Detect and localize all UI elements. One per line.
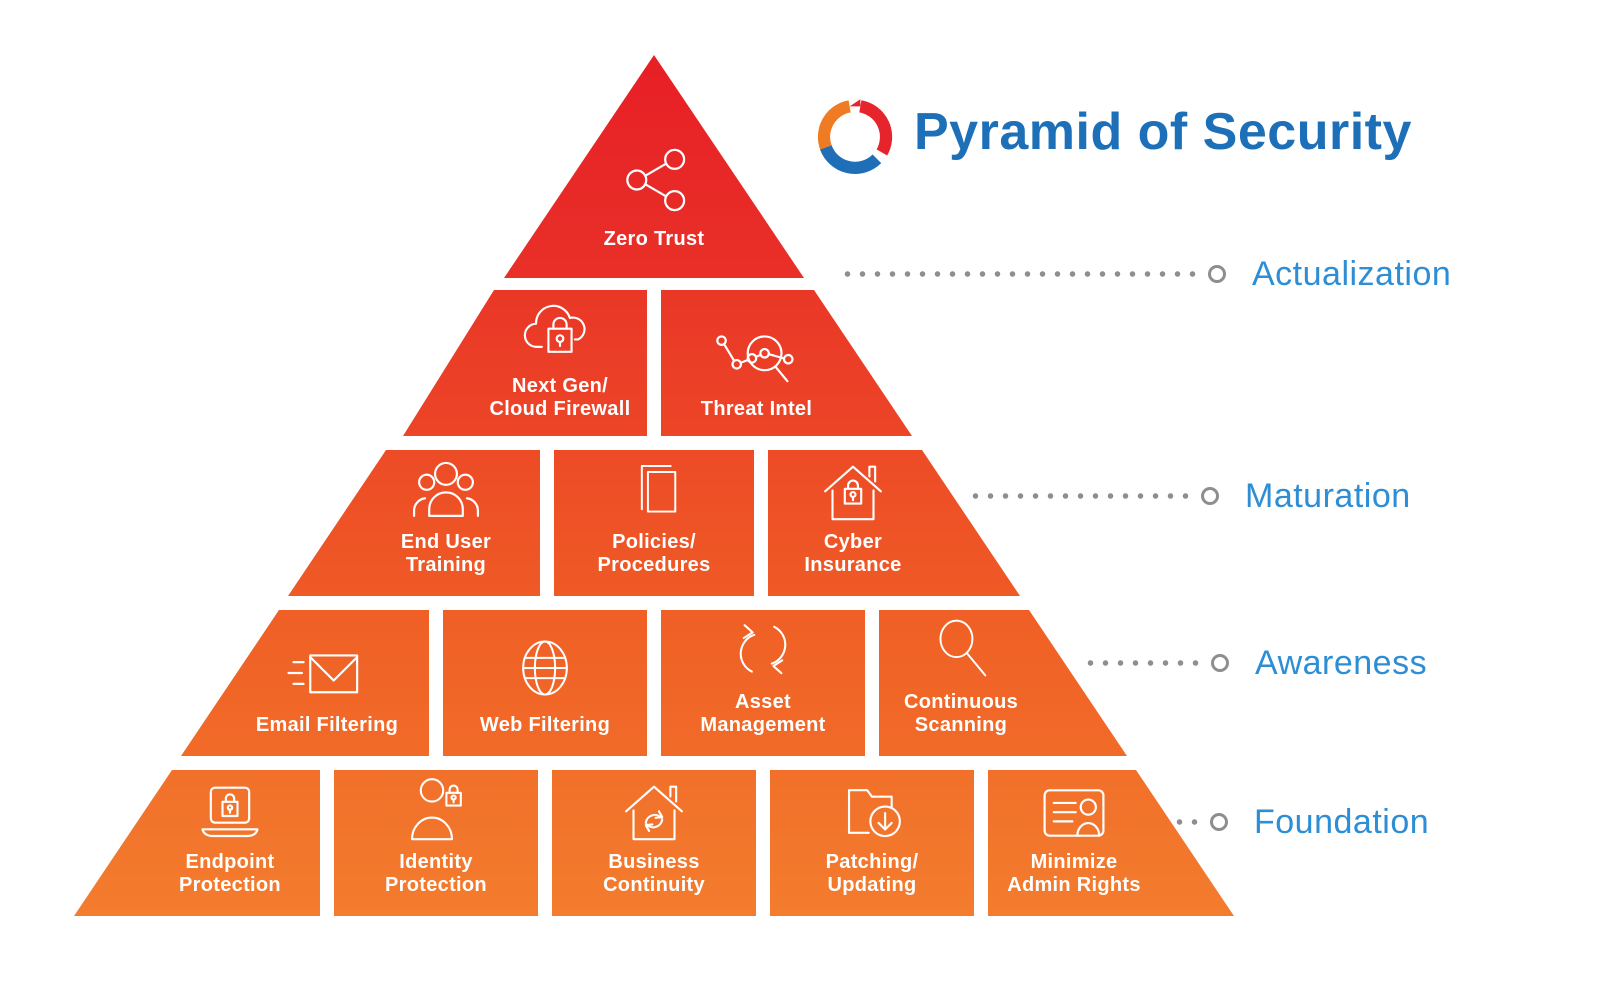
- magnifier-icon: [939, 619, 987, 677]
- tier-leader-maturation: Maturation: [968, 474, 1411, 518]
- pyramid-block-cyber-insurance: Cyber Insurance: [768, 450, 1020, 596]
- laptop-lock-icon: [201, 786, 259, 837]
- id-card-icon: [1043, 789, 1105, 837]
- globe-icon: [522, 640, 568, 696]
- threat-intel-graph-icon: [715, 335, 794, 383]
- pyramid-block-threat-intel: Threat Intel: [661, 290, 912, 436]
- cycle-arrows-logo-icon: [817, 99, 893, 174]
- block-label: End User Training: [400, 530, 492, 577]
- cycle-arrows-icon: [739, 623, 787, 675]
- block-label: Patching/ Updating: [825, 850, 919, 897]
- pyramid-block-asset-management: Asset Management: [661, 610, 865, 756]
- ring-marker-icon: [1211, 654, 1229, 672]
- block-label: Email Filtering: [255, 714, 399, 737]
- block-label: Continuous Scanning: [903, 690, 1019, 737]
- block-label: Cyber Insurance: [804, 530, 902, 577]
- tier-label-maturation: Maturation: [1245, 476, 1411, 515]
- ring-marker-icon: [1201, 487, 1219, 505]
- block-label: Next Gen/ Cloud Firewall: [489, 374, 631, 421]
- dotted-line: [968, 492, 1193, 500]
- pyramid-block-policies-procedures: Policies/ Procedures: [554, 450, 754, 596]
- documents-icon: [640, 464, 677, 513]
- pyramid-block-next-gen-cloud-firewall: Next Gen/ Cloud Firewall: [403, 290, 647, 436]
- pyramid-block-web-filtering: Web Filtering: [443, 610, 647, 756]
- tier-leader-actualization: Actualization: [840, 252, 1451, 296]
- house-lock-icon: [824, 465, 882, 521]
- block-label: Zero Trust: [603, 228, 705, 251]
- share-network-icon: [626, 149, 686, 212]
- pyramid-block-patching-updating: Patching/ Updating: [770, 770, 974, 916]
- block-label: Policies/ Procedures: [597, 530, 711, 577]
- pyramid-block-endpoint-protection: Endpoint Protection: [74, 770, 320, 916]
- folder-download-icon: [847, 788, 901, 837]
- dotted-line: [1083, 659, 1203, 667]
- tier-leader-awareness: Awareness: [1083, 641, 1427, 685]
- person-lock-icon: [410, 777, 462, 841]
- house-refresh-icon: [625, 785, 683, 841]
- dotted-line: [1172, 818, 1202, 826]
- email-send-icon: [287, 654, 359, 694]
- block-label: Endpoint Protection: [179, 850, 281, 897]
- pyramid-block-identity-protection: Identity Protection: [334, 770, 538, 916]
- tier-leader-foundation: Foundation: [1172, 800, 1429, 844]
- block-label: Minimize Admin Rights: [1007, 850, 1141, 897]
- tier-label-awareness: Awareness: [1255, 643, 1428, 682]
- pyramid-block-business-continuity: Business Continuity: [552, 770, 756, 916]
- ring-marker-icon: [1208, 265, 1226, 283]
- tier-label-foundation: Foundation: [1254, 802, 1430, 841]
- block-label: Identity Protection: [385, 850, 487, 897]
- pyramid-block-zero-trust: Zero Trust: [504, 55, 804, 278]
- pyramid-block-end-user-training: End User Training: [288, 450, 540, 596]
- ring-marker-icon: [1210, 813, 1228, 831]
- page-title: Pyramid of Security: [914, 103, 1412, 161]
- pyramid-block-email-filtering: Email Filtering: [181, 610, 429, 756]
- user-group-icon: [412, 461, 480, 517]
- block-label: Asset Management: [700, 690, 826, 737]
- block-label: Web Filtering: [479, 714, 611, 737]
- block-label: Business Continuity: [603, 850, 705, 897]
- dotted-line: [840, 270, 1200, 278]
- cloud-firewall-lock-icon: [523, 304, 586, 353]
- tier-label-actualization: Actualization: [1252, 254, 1452, 293]
- block-label: Threat Intel: [700, 398, 813, 421]
